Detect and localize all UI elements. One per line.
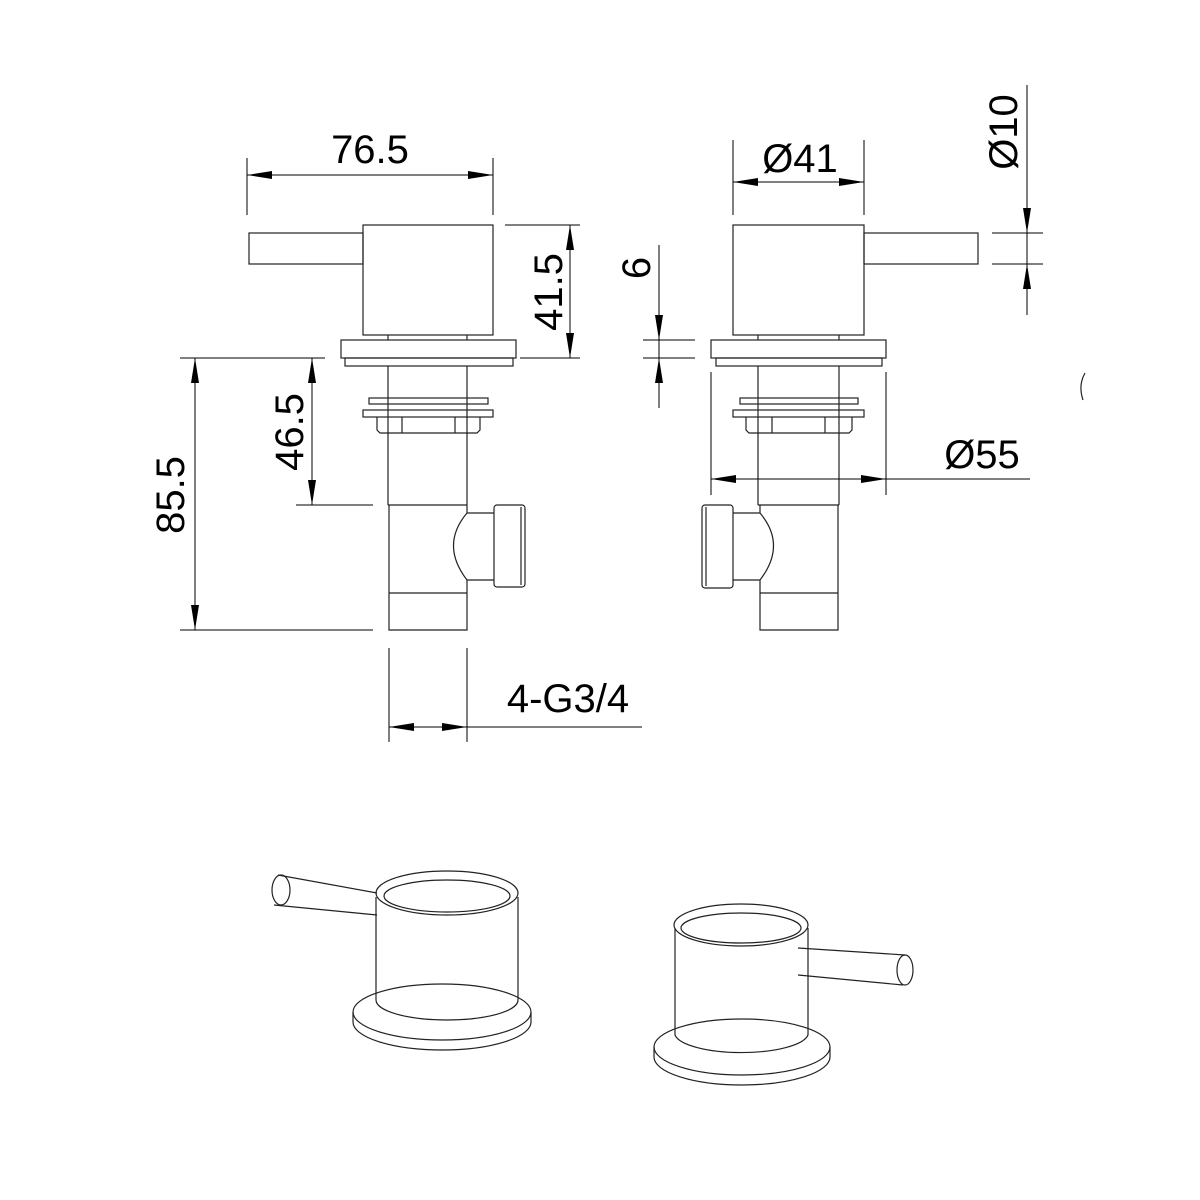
dim-total-height: 85.5 [149,456,193,534]
left-valve-perspective [271,870,532,1051]
dim-flange-diameter: Ø55 [944,433,1020,477]
dimension-lines [180,85,1043,742]
dim-thread-spec: 4-G3/4 [507,677,629,721]
dim-body-height: 41.5 [527,253,571,331]
dimension-labels: 76.5 41.5 85.5 46.5 6 Ø41 Ø10 Ø55 4-G3/4 [149,94,1026,721]
right-valve-perspective [653,903,914,1086]
right-valve-elevation [701,224,1086,631]
dim-thread-height: 46.5 [268,393,312,471]
dim-flange-thickness: 6 [615,257,659,279]
left-valve-elevation [248,224,526,631]
dim-body-diameter: Ø41 [762,137,838,181]
dim-lever-diameter: Ø10 [982,94,1026,170]
dim-lever-width: 76.5 [331,128,409,172]
